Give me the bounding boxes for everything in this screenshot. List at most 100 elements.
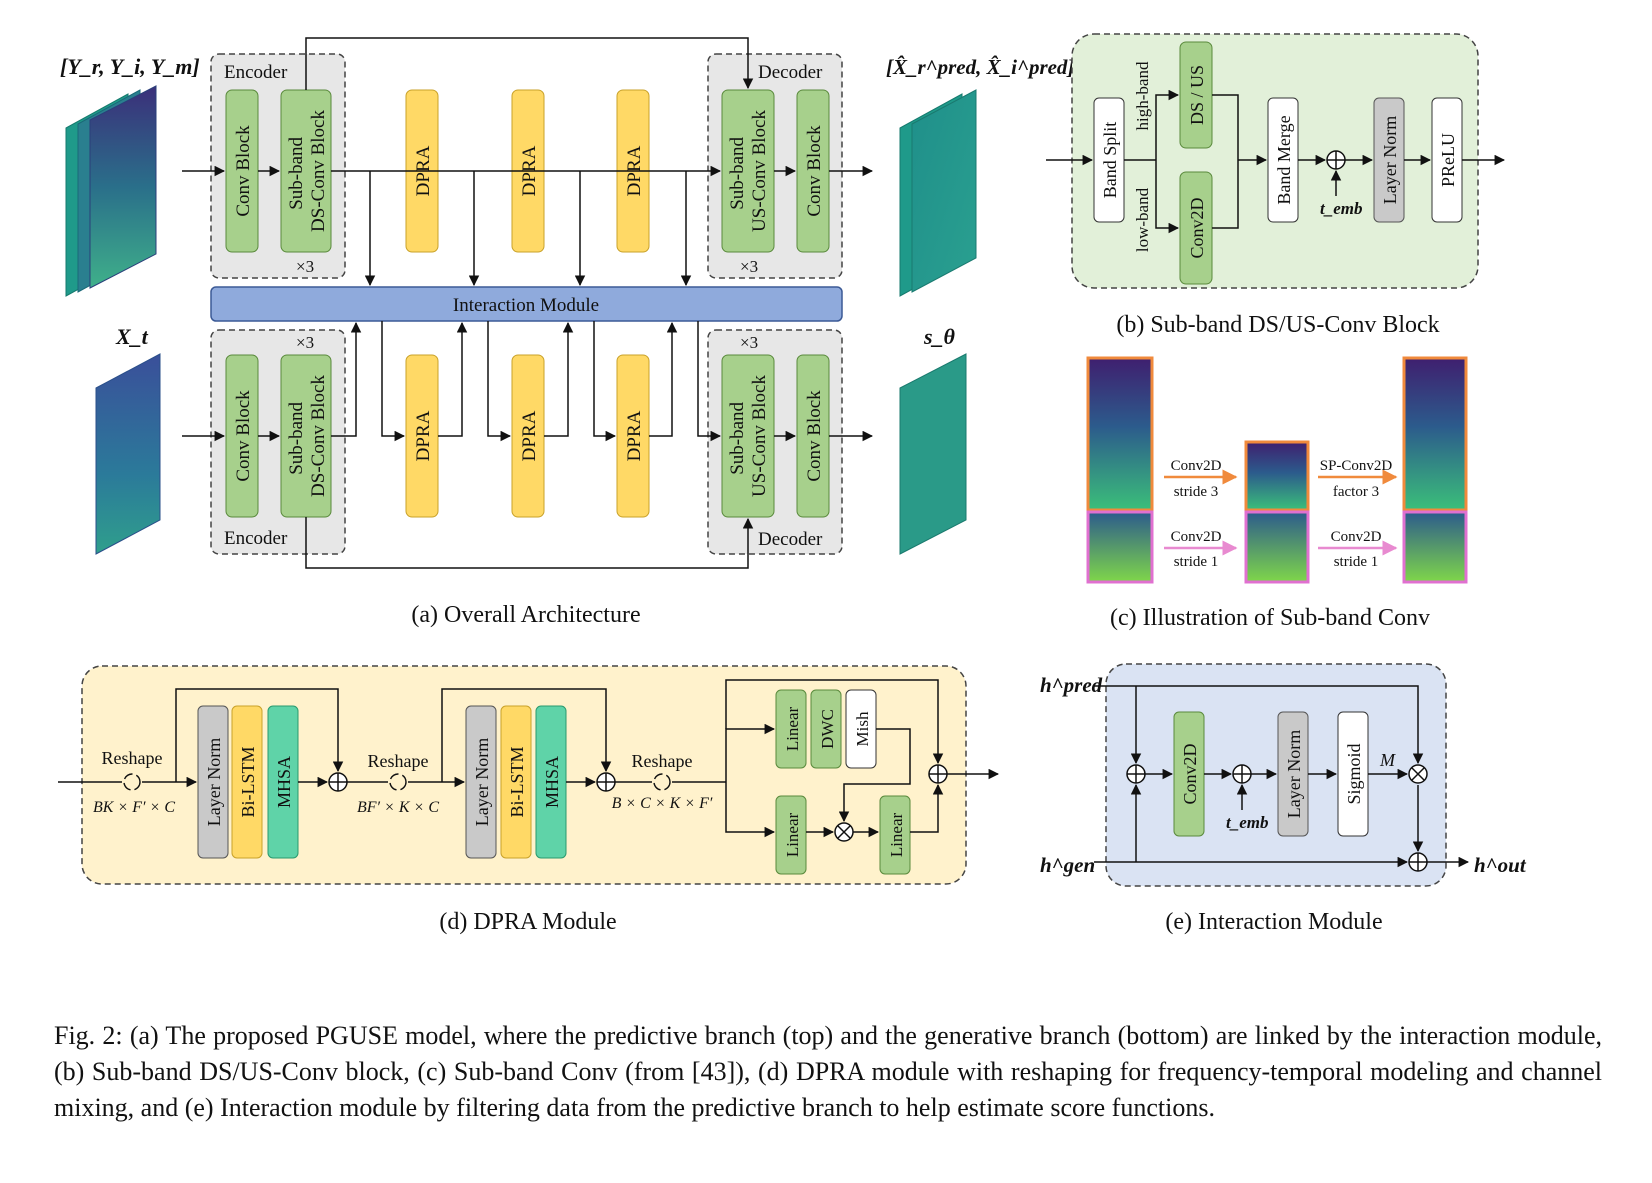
output-spectrogram-bottom <box>899 353 967 555</box>
input-top-label: [Y_r, Y_i, Y_m] <box>60 54 200 79</box>
dpra-bottom-2-label: DPRA <box>519 410 540 461</box>
spectrogram-c-left-bottom <box>1086 510 1154 584</box>
input-spectrogram-bottom <box>95 353 161 555</box>
reshape-label-3: Reshape <box>632 751 693 771</box>
subband-ds-enc-bottom-label: Sub-band DS-Conv Block <box>286 375 329 497</box>
dwc-d-label: DWC <box>818 709 837 749</box>
layer-norm-label-b: Layer Norm <box>1380 116 1400 204</box>
output-spectrogram-top <box>899 89 977 297</box>
conv-block-enc-bottom-label: Conv Block <box>233 390 254 482</box>
add-icon-d2-cross <box>597 773 615 791</box>
subband-ds-enc-top-label: Sub-band DS-Conv Block <box>286 110 329 232</box>
layer-norm-d1-label: Layer Norm <box>204 738 224 826</box>
encoder-bottom-repeat: ×3 <box>296 333 314 352</box>
conv2d-label-b: Conv2D <box>1187 197 1207 258</box>
c-top-right-line1: SP-Conv2D <box>1320 458 1393 474</box>
h-gen-label: h^gen <box>1040 853 1095 877</box>
panel-d-subtitle: (d) DPRA Module <box>439 909 616 935</box>
reshape-icon-3 <box>653 773 671 791</box>
conv-block-dec-bottom-label: Conv Block <box>804 390 825 482</box>
c-bottom-right-line1: Conv2D <box>1331 529 1382 545</box>
linear-d-bottom-right-label: Linear <box>887 812 906 857</box>
reshape-label-1: Reshape <box>102 748 163 768</box>
panel-d-connectors <box>58 679 1000 838</box>
subband-us-dec-top-label: Sub-band US-Conv Block <box>727 110 770 232</box>
multiply-icon-e-cross <box>1411 767 1425 781</box>
mhsa-d2-label: MHSA <box>542 756 562 808</box>
c-bottom-right-line2: stride 1 <box>1334 554 1379 570</box>
figure-canvas: [Y_r, Y_i, Y_m] [X̂_r^pred, X̂_i^pred] X… <box>58 33 1527 935</box>
layer-norm-d1 <box>197 705 229 859</box>
c-top-right-line2: factor 3 <box>1333 484 1379 500</box>
subband-us-dec-bottom-label: Sub-band US-Conv Block <box>727 375 770 497</box>
band-merge-label: Band Merge <box>1274 115 1294 204</box>
layer-norm-d2 <box>465 705 497 859</box>
panel-a-subtitle: (a) Overall Architecture <box>411 602 640 628</box>
prelu-label: PReLU <box>1438 133 1458 187</box>
bilstm-d1 <box>231 705 263 859</box>
encoder-bottom-label: Encoder <box>224 528 288 549</box>
high-band-label: high-band <box>1133 61 1152 130</box>
spectrogram-c-right-bottom <box>1402 510 1468 584</box>
dpra-bottom-1-label: DPRA <box>413 410 434 461</box>
spectrogram-c-left-top <box>1086 356 1154 512</box>
h-out-label: h^out <box>1474 853 1527 877</box>
input-bottom-label: X_t <box>115 324 149 349</box>
encoder-top-label: Encoder <box>224 62 288 83</box>
c-bottom-left-line1: Conv2D <box>1171 529 1222 545</box>
conv-block-dec-top-label: Conv Block <box>804 125 825 217</box>
figure-caption: Fig. 2: (a) The proposed PGUSE model, wh… <box>54 1021 1602 1122</box>
panel-d-dpra-module: Reshape BK × F′ × C Reshape BF′ × K × C … <box>58 665 1000 935</box>
dwc-d <box>810 689 842 769</box>
add-icon-e1-cross <box>1127 765 1145 783</box>
layer-norm-label-e: Layer Norm <box>1284 730 1304 818</box>
encoder-top-repeat: ×3 <box>296 257 314 276</box>
add-icon-e3-cross <box>1409 853 1427 871</box>
panel-b-subband-block: Band Split high-band low-band DS / US Co… <box>1046 33 1506 338</box>
linear-d-bottom-left-label: Linear <box>783 812 802 857</box>
mish-d-label: Mish <box>853 711 872 746</box>
spectrogram-c-middle-bottom <box>1244 510 1310 584</box>
spectrogram-c-right-top <box>1402 356 1468 512</box>
linear-d-bottom-right <box>879 795 911 875</box>
spectrogram-c-middle-top <box>1244 440 1310 512</box>
linear-d-bottom-left <box>775 795 807 875</box>
panel-e-subtitle: (e) Interaction Module <box>1165 909 1382 935</box>
output-bottom-label: s_θ <box>923 324 956 349</box>
bilstm-d2 <box>500 705 532 859</box>
reshape-icon-1 <box>123 773 141 791</box>
h-pred-label: h^pred <box>1040 673 1103 697</box>
input-spectrogram-top <box>65 85 157 297</box>
decoder-bottom-repeat: ×3 <box>740 333 758 352</box>
panel-b-subtitle: (b) Sub-band DS/US-Conv Block <box>1116 312 1439 338</box>
dpra-bottom-3-label: DPRA <box>624 410 645 461</box>
bilstm-d1-label: Bi-LSTM <box>238 746 258 817</box>
interaction-module-label: Interaction Module <box>453 295 599 316</box>
panel-c-subband-conv: Conv2D stride 3 Conv2D stride 1 SP-Conv2… <box>1086 356 1468 631</box>
output-top-label: [X̂_r^pred, X̂_i^pred] <box>886 54 1074 79</box>
multiply-icon-d-cross <box>837 825 851 839</box>
mhsa-d1-label: MHSA <box>274 756 294 808</box>
reshape-icon-2 <box>389 773 407 791</box>
layer-norm-d2-label: Layer Norm <box>472 738 492 826</box>
panel-e-interaction-module: h^pred h^gen h^out Conv2D t_emb Layer No… <box>1040 663 1527 935</box>
conv2d-label-e: Conv2D <box>1180 743 1200 804</box>
add-icon-e2-cross <box>1233 765 1251 783</box>
panel-e-background <box>1105 663 1447 887</box>
shape-label-1: BK × F′ × C <box>93 799 175 816</box>
panel-a-overall-architecture: [Y_r, Y_i, Y_m] [X̂_r^pred, X̂_i^pred] X… <box>60 37 1074 628</box>
add-icon-d3-cross <box>929 765 947 783</box>
panel-b-connectors <box>1046 89 1506 234</box>
band-split-label: Band Split <box>1100 122 1120 199</box>
sigmoid-label: Sigmoid <box>1344 743 1364 804</box>
interaction-module-bar <box>210 286 843 322</box>
decoder-bottom-label: Decoder <box>758 529 823 550</box>
m-label: M <box>1379 750 1396 770</box>
bilstm-d2-label: Bi-LSTM <box>507 746 527 817</box>
t-emb-label-e: t_emb <box>1226 813 1269 832</box>
panel-c-subtitle: (c) Illustration of Sub-band Conv <box>1110 605 1430 631</box>
linear-d-top <box>775 689 807 769</box>
ds-us-label: DS / US <box>1187 65 1207 125</box>
decoder-top-repeat: ×3 <box>740 257 758 276</box>
shape-label-2: BF′ × K × C <box>357 799 439 816</box>
